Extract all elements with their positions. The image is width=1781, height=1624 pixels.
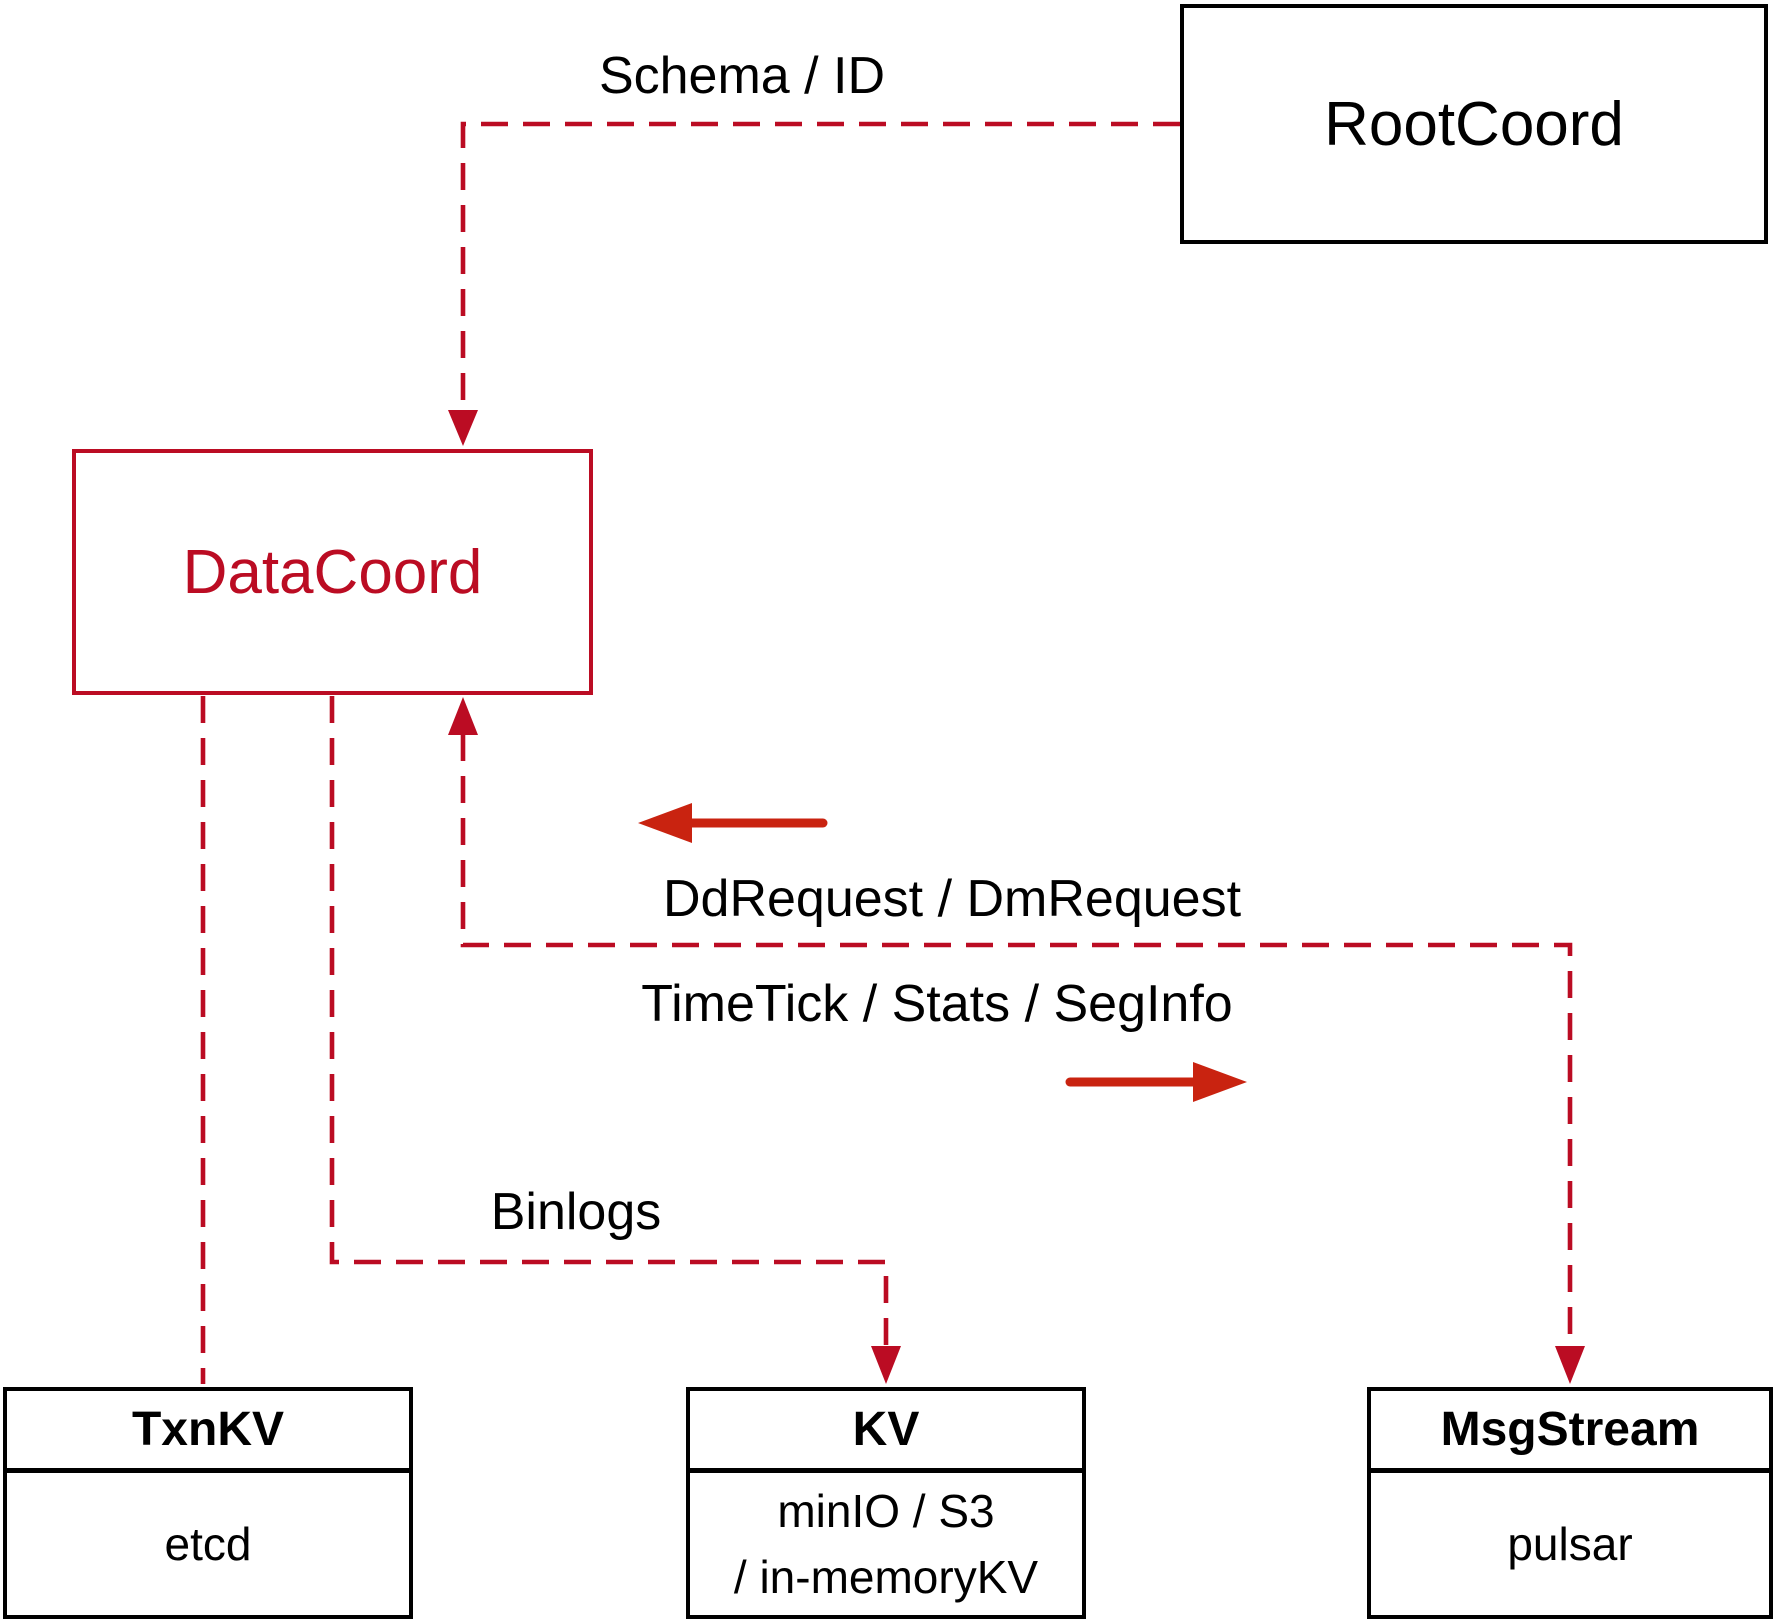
kv-body-line2: / in-memoryKV	[733, 1551, 1039, 1603]
msgstream-body-label: pulsar	[1507, 1518, 1633, 1570]
arrowhead-down-into-datacoord-icon	[448, 410, 478, 446]
edge-label-time-tick: TimeTick / Stats / SegInfo	[641, 975, 1233, 1033]
node-txnkv: TxnKV etcd	[3, 1387, 413, 1619]
node-rootcoord: RootCoord	[1180, 4, 1768, 244]
kv-body-line1: minIO / S3	[777, 1485, 995, 1537]
node-msgstream: MsgStream pulsar	[1367, 1387, 1773, 1619]
arrowhead-down-into-kv-icon	[871, 1346, 901, 1384]
node-kv: KV minIO / S3 / in-memoryKV	[686, 1387, 1086, 1619]
txnkv-body-label: etcd	[164, 1518, 252, 1570]
msgstream-title: MsgStream	[1371, 1391, 1769, 1473]
request-stream-connector	[460, 734, 1573, 1347]
edge-label-dd-request: DdRequest / DmRequest	[662, 870, 1242, 928]
arrowhead-up-into-datacoord-icon	[448, 697, 478, 735]
arrowhead-down-into-msgstream-icon	[1555, 1346, 1585, 1384]
edge-label-binlogs: Binlogs	[490, 1183, 662, 1241]
edge-label-schema-id: Schema / ID	[598, 47, 886, 105]
node-datacoord: DataCoord	[72, 449, 593, 695]
txnkv-title: TxnKV	[7, 1391, 409, 1473]
kv-title: KV	[690, 1391, 1082, 1473]
left-arrow-icon	[638, 803, 692, 843]
datacoord-label: DataCoord	[182, 537, 483, 607]
right-arrow-icon	[1193, 1062, 1247, 1102]
binlogs-connector	[329, 696, 889, 1347]
schema-id-connector	[460, 121, 1180, 411]
rootcoord-label: RootCoord	[1324, 89, 1624, 159]
